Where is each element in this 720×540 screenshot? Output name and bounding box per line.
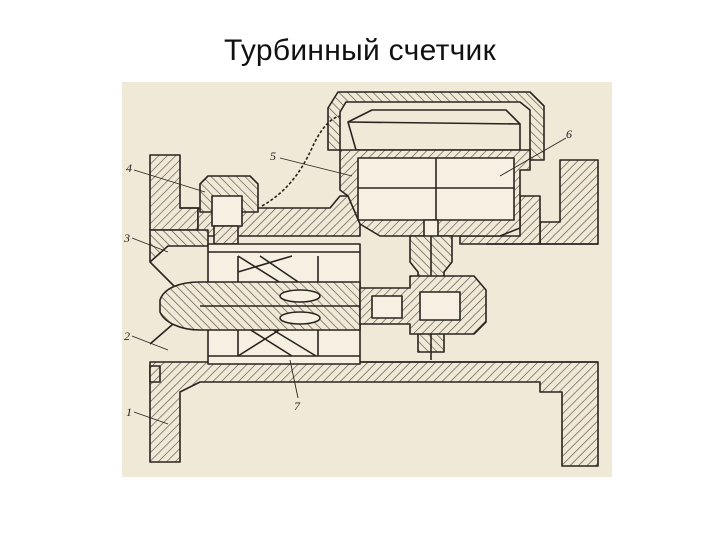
callout-1: 1	[126, 405, 132, 419]
left-flange-lower	[149, 365, 161, 383]
callout-3: 3	[123, 231, 130, 245]
counter-bowl	[347, 109, 521, 151]
callout-7: 7	[294, 399, 301, 413]
flow-straightener-3	[149, 229, 209, 263]
housing-body	[149, 361, 599, 467]
callout-4: 4	[126, 161, 132, 175]
signal-wire	[261, 115, 341, 207]
callout-6: 6	[566, 127, 572, 141]
callout-5: 5	[270, 149, 276, 163]
callout-2: 2	[124, 329, 130, 343]
slide-title: Турбинный счетчик	[223, 34, 497, 67]
